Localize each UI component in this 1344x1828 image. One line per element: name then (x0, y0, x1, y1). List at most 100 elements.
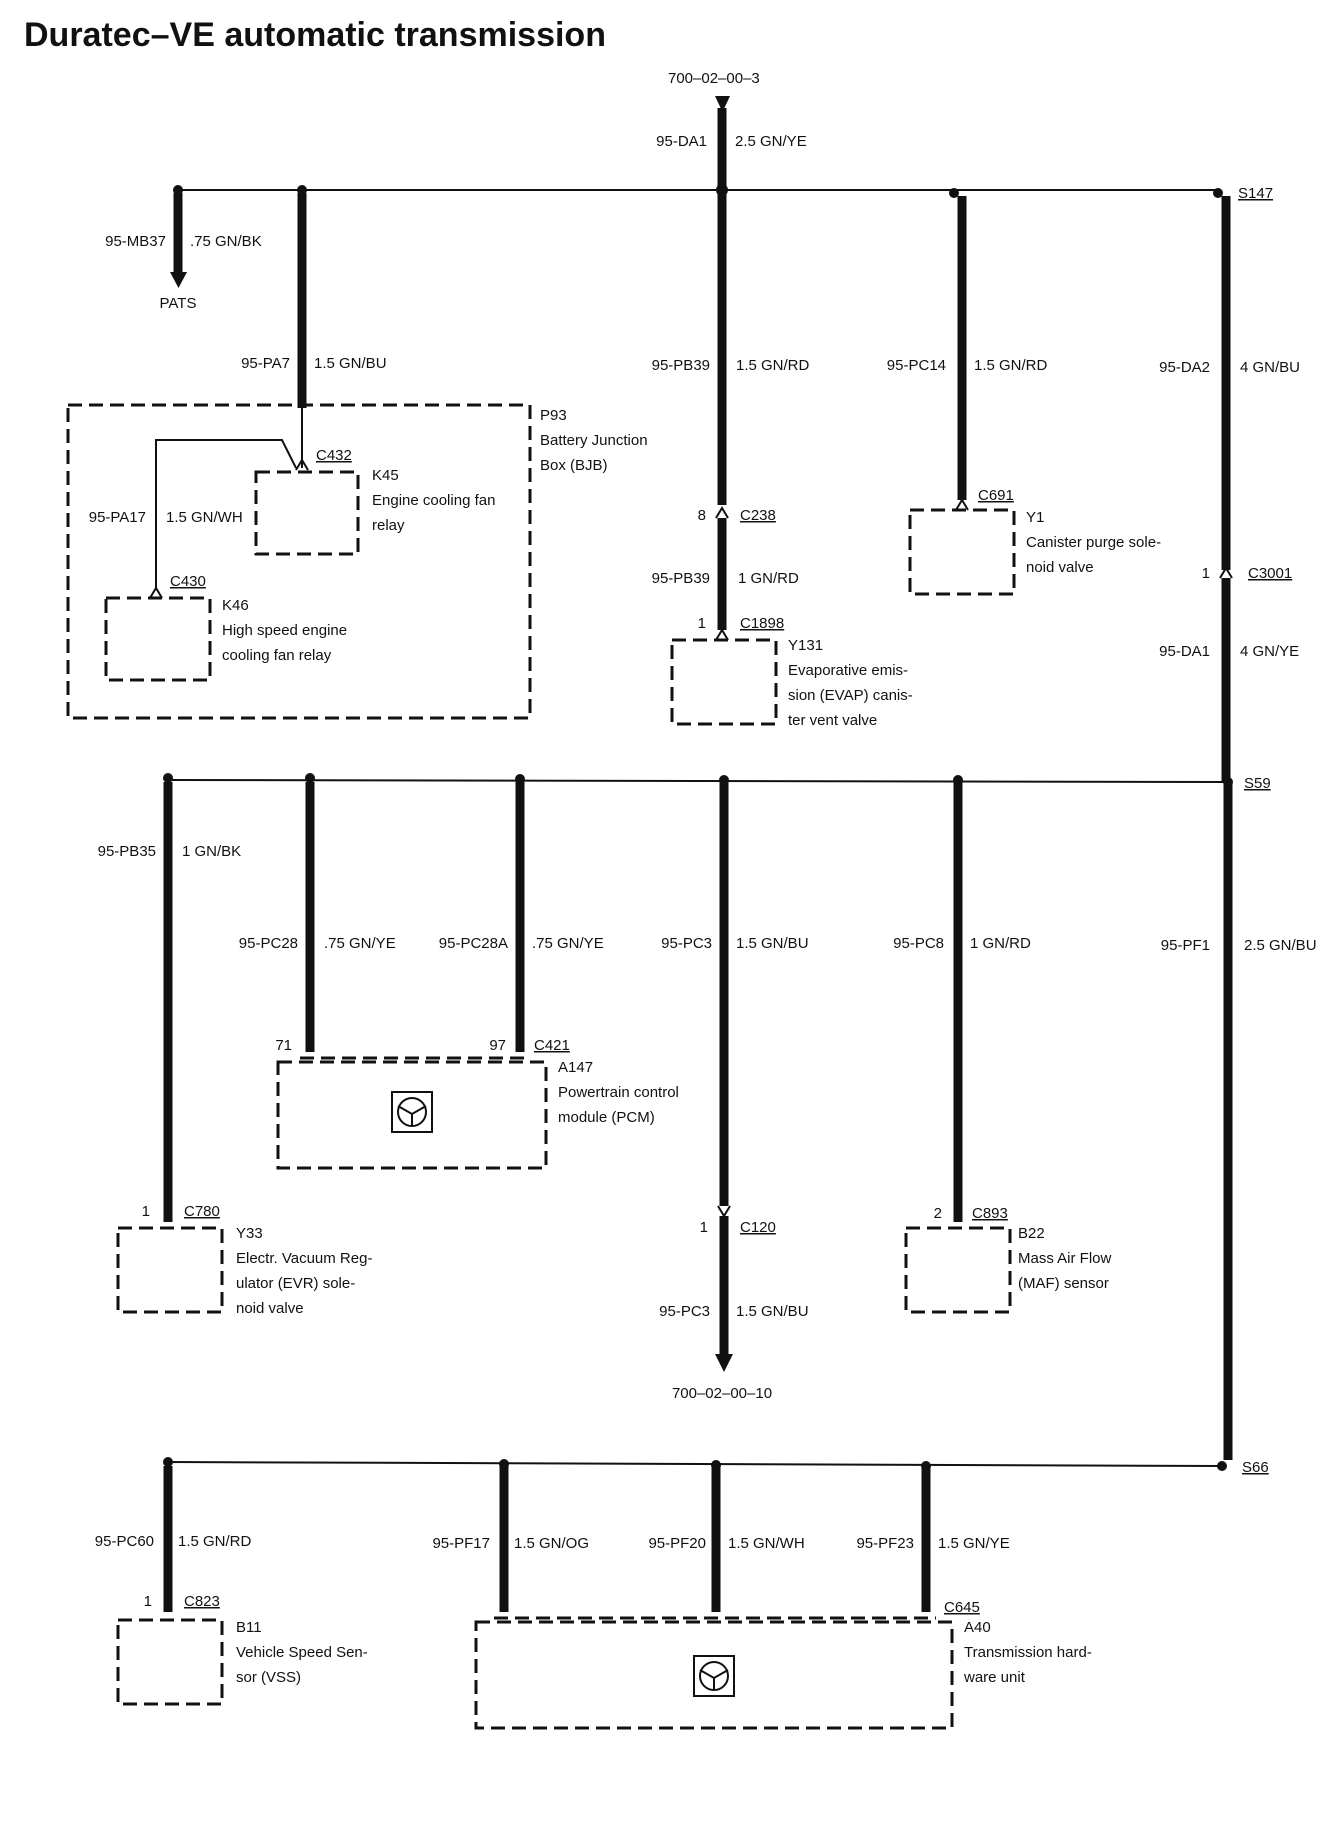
y131-line2: sion (EVAP) canis- (788, 687, 913, 704)
pats-label: PATS (160, 295, 197, 312)
y1-valve-box (908, 508, 1016, 596)
a40-unit-box (474, 1620, 954, 1730)
wire-da2-spec: 4 GN/BU (1240, 359, 1300, 376)
b22-id: B22 (1018, 1225, 1045, 1242)
bjb-box (66, 403, 532, 720)
wire-pa17-spec: 1.5 GN/WH (166, 509, 243, 526)
splice-dot (297, 185, 307, 195)
c1898-pin (715, 628, 729, 641)
ecu-symbol-icon (693, 1655, 735, 1697)
wire-pf23-code: 95-PF23 (856, 1535, 914, 1552)
wire-pc28-code: 95-PC28 (239, 935, 298, 952)
splice-dot (515, 774, 525, 784)
wire-pc14-spec: 1.5 GN/RD (974, 357, 1048, 374)
y1-line1: Canister purge sole- (1026, 534, 1161, 551)
a40-line2: ware unit (963, 1669, 1026, 1686)
ref-bottom-arrow (715, 1354, 733, 1372)
ref-top: 700–02–00–3 (668, 70, 760, 87)
k45-relay-box (254, 470, 360, 556)
ref-top-arrow (715, 96, 730, 112)
ecu-symbol-icon (391, 1091, 433, 1133)
y131-id: Y131 (788, 637, 823, 654)
connector-c780: C780 (184, 1203, 220, 1220)
splice-dot (1217, 1461, 1227, 1471)
wire-da1-top-spec: 2.5 GN/YE (735, 133, 807, 150)
wire-pc28a-code: 95-PC28A (439, 935, 508, 952)
k45-line1: Engine cooling fan (372, 492, 495, 509)
a40-id: A40 (964, 1619, 991, 1636)
wire-pa17 (155, 439, 297, 588)
y1-id: Y1 (1026, 509, 1044, 526)
c691-pin (955, 498, 969, 511)
wire-pb39b-code: 95-PB39 (652, 570, 710, 587)
wire-pa7-spec: 1.5 GN/BU (314, 355, 387, 372)
c421-pin1: 71 (275, 1037, 292, 1054)
splice-s147: S147 (1238, 185, 1273, 202)
a147-id: A147 (558, 1059, 593, 1076)
wire-pc3-code: 95-PC3 (661, 935, 712, 952)
b11-id: B11 (236, 1619, 262, 1636)
splice-s59: S59 (1244, 775, 1271, 792)
splice-dot (163, 773, 173, 783)
wire-pc3-spec: 1.5 GN/BU (736, 935, 809, 952)
wire-pb35-spec: 1 GN/BK (182, 843, 241, 860)
wire-pb35-code: 95-PB35 (98, 843, 156, 860)
wire-pc28-spec: .75 GN/YE (324, 935, 396, 952)
y131-line3: ter vent valve (788, 712, 877, 729)
wire-pf20-code: 95-PF20 (648, 1535, 706, 1552)
c823-pin-num: 1 (144, 1593, 152, 1610)
a147-line2: module (PCM) (558, 1109, 655, 1126)
k46-relay-box (104, 596, 212, 682)
b22-sensor-box (904, 1226, 1012, 1314)
wire-pa17-code: 95-PA17 (89, 509, 146, 526)
wire-pf20-spec: 1.5 GN/WH (728, 1535, 805, 1552)
wire-mb37-spec: .75 GN/BK (190, 233, 262, 250)
c120-pin-num: 1 (700, 1219, 708, 1236)
c780-pin-num: 1 (142, 1203, 150, 1220)
connector-c645: C645 (944, 1599, 980, 1616)
wire-da1-mid-spec: 4 GN/YE (1240, 643, 1299, 660)
c238-pin-num: 8 (698, 507, 706, 524)
connector-c421: C421 (534, 1037, 570, 1054)
k45-pin (295, 458, 309, 471)
wire-pf1-spec: 2.5 GN/BU (1244, 937, 1317, 954)
splice-dot (163, 1457, 173, 1467)
splice-s66: S66 (1242, 1459, 1269, 1476)
y131-valve-box (670, 638, 778, 726)
c3001-pin-num: 1 (1202, 565, 1210, 582)
connector-c893: C893 (972, 1205, 1008, 1222)
splice-dot (173, 185, 183, 195)
y33-valve-box (116, 1226, 224, 1314)
c238-pin (715, 506, 729, 519)
wire-pa7-code: 95-PA7 (241, 355, 290, 372)
wire-mb37-code: 95-MB37 (105, 233, 166, 250)
wire-pf1-code: 95-PF1 (1161, 937, 1210, 954)
p93-line1: Battery Junction (540, 432, 648, 449)
wire-pf17-spec: 1.5 GN/OG (514, 1535, 589, 1552)
splice-dot (305, 773, 315, 783)
wire-pc28a-spec: .75 GN/YE (532, 935, 604, 952)
k46-pin (149, 586, 163, 599)
bus-s59 (167, 779, 1227, 783)
connector-c823: C823 (184, 1593, 220, 1610)
k46-id: K46 (222, 597, 249, 614)
wire-pc8-code: 95-PC8 (893, 935, 944, 952)
wire-da1-top-code: 95-DA1 (656, 133, 707, 150)
y33-id: Y33 (236, 1225, 263, 1242)
k46-line1: High speed engine (222, 622, 347, 639)
splice-dot (949, 188, 959, 198)
b11-line1: Vehicle Speed Sen- (236, 1644, 368, 1661)
wire-pf17-code: 95-PF17 (432, 1535, 490, 1552)
a147-line1: Powertrain control (558, 1084, 679, 1101)
pcm-module-box (276, 1060, 548, 1170)
k45-line2: relay (372, 517, 405, 534)
wire-pc8-spec: 1 GN/RD (970, 935, 1031, 952)
c3001-pin (1219, 566, 1233, 579)
wire-pc14-code: 95-PC14 (887, 357, 946, 374)
wire-pc60-spec: 1.5 GN/RD (178, 1533, 252, 1550)
k46-line2: cooling fan relay (222, 647, 332, 664)
wire-pf23-spec: 1.5 GN/YE (938, 1535, 1010, 1552)
wire-pc3b-spec: 1.5 GN/BU (736, 1303, 809, 1320)
wire-pb39b-spec: 1 GN/RD (738, 570, 799, 587)
